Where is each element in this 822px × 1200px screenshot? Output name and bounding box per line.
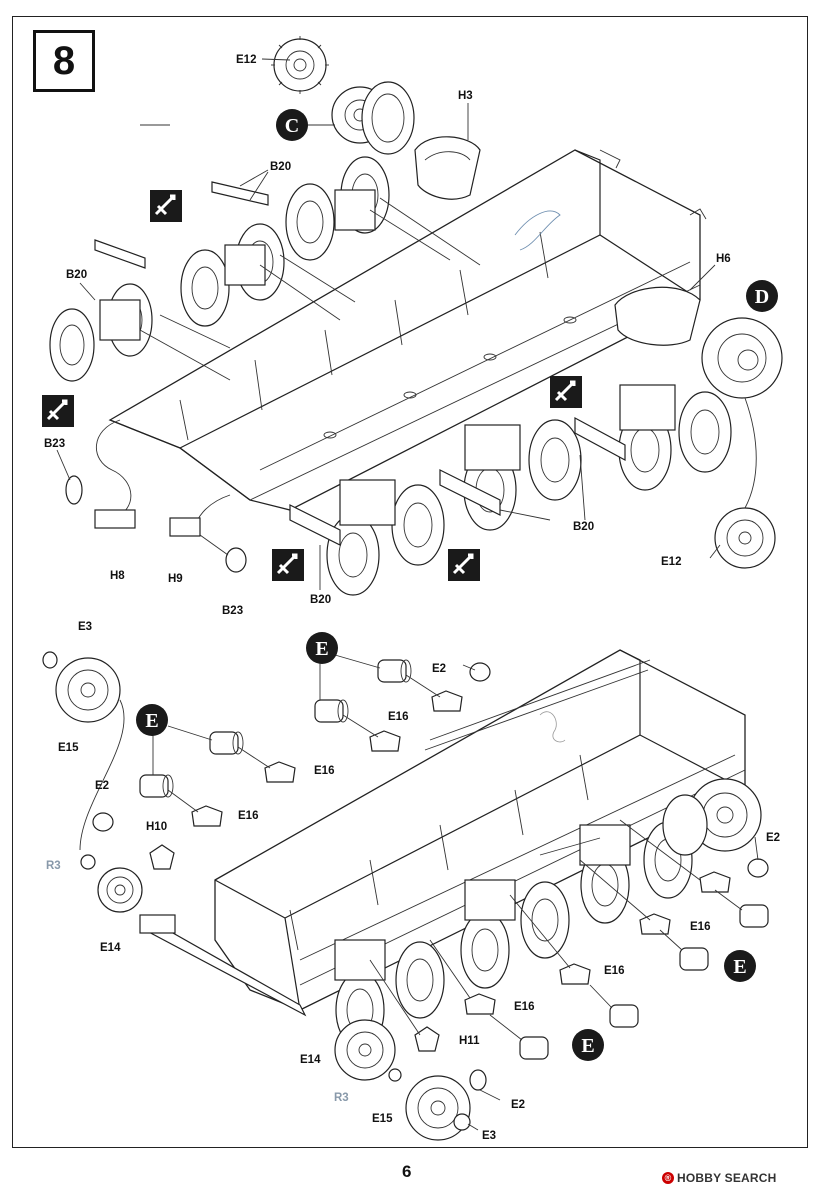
svg-text:E: E — [145, 710, 158, 732]
page-number: 6 — [402, 1162, 412, 1181]
label-b20-top: B20 — [270, 161, 291, 173]
idler-e14-left — [80, 854, 143, 913]
label-e2-right: E2 — [766, 832, 780, 844]
adhesive-icon-4 — [448, 549, 480, 581]
lower-sprocket — [662, 778, 762, 856]
part-h3 — [414, 136, 481, 200]
watermark-text: HOBBY SEARCH — [677, 1171, 777, 1185]
lower-leaders — [152, 654, 759, 1131]
label-e3-bottom: E3 — [482, 1130, 496, 1142]
idler-e15-bottom — [388, 1068, 487, 1141]
label-b20-left: B20 — [66, 269, 87, 281]
sprocket-d — [701, 317, 783, 399]
svg-text:D: D — [755, 286, 769, 308]
adhesive-icon-1 — [150, 190, 182, 222]
lower-assembly: E E E E — [42, 632, 769, 1141]
label-e12-right: E12 — [661, 556, 681, 568]
label-h6: H6 — [716, 253, 731, 265]
svg-text:E: E — [733, 956, 746, 978]
label-e15-top: E15 — [58, 742, 79, 754]
upper-hull — [108, 149, 707, 511]
guard-ring — [361, 81, 415, 155]
label-e2-top: E2 — [432, 663, 446, 675]
label-h8: H8 — [110, 570, 125, 582]
label-h9: H9 — [168, 573, 183, 585]
part-h6 — [614, 286, 701, 346]
label-e3-top: E3 — [78, 621, 92, 633]
callout-e-1: E — [306, 632, 338, 664]
svg-text:E: E — [315, 638, 328, 660]
step-number-box: 8 — [33, 30, 95, 92]
label-b23-left: B23 — [44, 438, 65, 450]
label-b20-right: B20 — [573, 521, 594, 533]
label-e16-b: E16 — [314, 765, 334, 777]
svg-text:E: E — [581, 1035, 594, 1057]
axle-arm — [79, 699, 307, 1017]
label-e14-bottom: E14 — [300, 1054, 321, 1066]
bar-b20-top — [94, 181, 269, 269]
callout-e-3: E — [724, 950, 756, 982]
bar-b20-lower — [289, 416, 626, 546]
label-h10: H10 — [146, 821, 167, 833]
label-e2-left: E2 — [95, 780, 109, 792]
sprocket-e12-right — [714, 397, 776, 569]
svg-text:C: C — [285, 115, 299, 137]
label-e16-c: E16 — [238, 810, 258, 822]
idler-e14-bottom — [334, 1019, 396, 1081]
label-h11: H11 — [459, 1035, 480, 1047]
watermark: ®HOBBY SEARCH — [662, 1171, 777, 1185]
callout-e-4: E — [572, 1029, 604, 1061]
lower-wheels — [334, 821, 693, 1049]
callout-d: D — [746, 280, 778, 312]
label-r3-bottom: R3 — [334, 1092, 349, 1104]
upper-assembly: C D — [42, 36, 783, 596]
label-r3-left: R3 — [46, 860, 61, 872]
label-e16-r1: E16 — [690, 921, 710, 933]
label-e16-r2: E16 — [604, 965, 624, 977]
idler-e15-top — [42, 651, 121, 723]
upper-leaders — [139, 124, 481, 381]
sprocket-e12-top — [271, 36, 329, 94]
step-number: 8 — [52, 38, 76, 83]
adhesive-icon-3 — [272, 549, 304, 581]
upper-right-wheels — [326, 384, 732, 596]
bogie-parts-right — [414, 858, 769, 1060]
upper-left-wheels — [49, 156, 390, 382]
bogie-parts-left — [92, 659, 491, 870]
callout-e-2: E — [136, 704, 168, 736]
label-e15-bottom: E15 — [372, 1113, 393, 1125]
adhesive-icon-2 — [42, 395, 74, 427]
part-labels: E12 H3 B20 B20 H6 B23 H8 H9 B23 B20 B20 … — [44, 54, 780, 1142]
label-h3: H3 — [458, 90, 473, 102]
label-b20-bottom: B20 — [310, 594, 331, 606]
upper-label-leaders — [56, 58, 721, 590]
label-e16-r3: E16 — [514, 1001, 534, 1013]
adhesive-icon-5 — [550, 376, 582, 408]
label-b23-bottom: B23 — [222, 605, 243, 617]
watermark-logo-icon: ® — [662, 1172, 674, 1184]
label-e12-top: E12 — [236, 54, 256, 66]
page-frame — [12, 16, 808, 1148]
callout-c: C — [276, 109, 335, 141]
label-e16-a: E16 — [388, 711, 408, 723]
parts-b23-h8-h9 — [65, 419, 247, 573]
label-e2-bottom: E2 — [511, 1099, 525, 1111]
label-e14-left: E14 — [100, 942, 121, 954]
